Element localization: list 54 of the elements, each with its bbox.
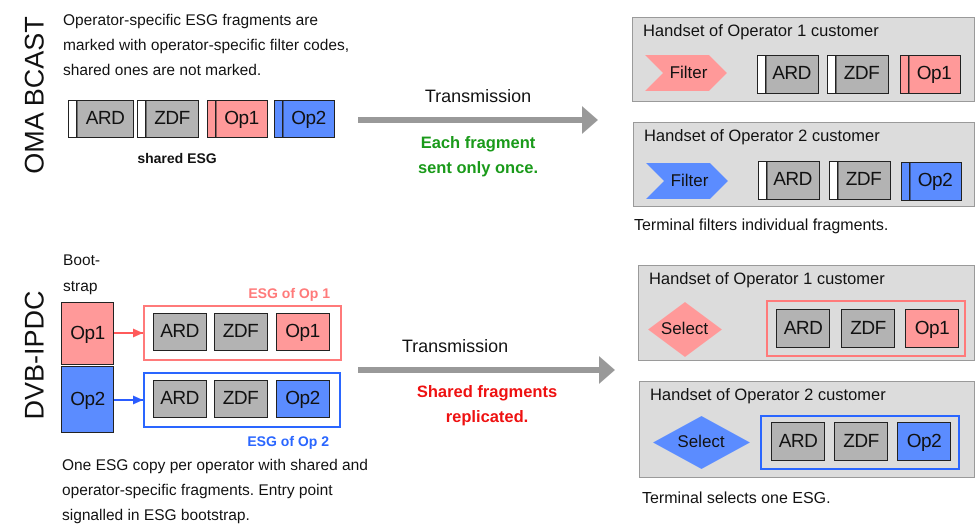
fragment-box: Op1 bbox=[276, 312, 330, 350]
fragment-box: ZDF bbox=[841, 309, 895, 348]
handset-panel bbox=[638, 265, 975, 361]
fragment-box: ARD bbox=[771, 422, 825, 461]
fragment-box: ARD bbox=[152, 380, 206, 418]
select-diamond: Select bbox=[652, 416, 750, 468]
frame-heading: ESG of Op 1 bbox=[248, 285, 330, 301]
esg-frame bbox=[760, 414, 960, 470]
section-title: DVB-IPDC bbox=[22, 290, 48, 420]
fragment-box: Op2 bbox=[274, 100, 335, 138]
bootstrap-box: Op1 bbox=[61, 302, 114, 365]
fragment-box: ZDF bbox=[826, 54, 888, 94]
filter-chevron: Filter bbox=[646, 162, 728, 198]
panel-heading: Handset of Operator 2 customer bbox=[644, 127, 880, 146]
description-text: Terminal filters individual fragments. bbox=[634, 217, 888, 235]
description-text: Terminal selects one ESG. bbox=[642, 490, 831, 508]
handset-panel bbox=[633, 122, 975, 207]
fragment-box: ZDF bbox=[828, 160, 890, 200]
panel-heading: Handset of Operator 1 customer bbox=[649, 270, 885, 289]
panel-heading: Handset of Operator 2 customer bbox=[650, 386, 886, 405]
fragment-box: Op1 bbox=[905, 309, 959, 348]
note-text: Each fragment sent only once. bbox=[416, 133, 540, 179]
description-text: Operator-specific ESG fragments are marked with operator-specific filter codes, shared ones are not marked. bbox=[63, 11, 350, 81]
esg-frame bbox=[766, 300, 966, 356]
fragment-box: Op1 bbox=[900, 54, 960, 94]
handset-panel bbox=[632, 17, 975, 102]
fragment-box: Op2 bbox=[900, 162, 962, 200]
arrow-label: Transmission bbox=[424, 86, 532, 107]
fragment-box: ZDF bbox=[137, 100, 199, 138]
fragment-box: ARD bbox=[776, 309, 830, 348]
fragment-box: ZDF bbox=[214, 312, 268, 350]
fragment-box: ARD bbox=[758, 160, 820, 200]
column-heading: Boot- strap bbox=[63, 251, 102, 297]
fragment-box: Op2 bbox=[897, 422, 951, 461]
fragment-box: ZDF bbox=[214, 380, 268, 418]
select-diamond: Select bbox=[648, 302, 722, 356]
filter-chevron: Filter bbox=[644, 54, 726, 90]
caption-text: shared ESG bbox=[137, 150, 217, 166]
fragment-box: Op1 bbox=[207, 100, 268, 138]
fragment-box: ZDF bbox=[834, 422, 888, 461]
panel-heading: Handset of Operator 1 customer bbox=[643, 22, 879, 41]
arrow bbox=[114, 328, 143, 338]
handset-panel bbox=[639, 381, 975, 478]
arrow bbox=[114, 396, 143, 404]
frame-heading: ESG of Op 2 bbox=[247, 433, 329, 449]
note-text: Shared fragments replicated. bbox=[416, 382, 558, 428]
bootstrap-box: Op2 bbox=[61, 366, 114, 433]
section-title: OMA BCAST bbox=[22, 16, 48, 174]
description-text: One ESG copy per operator with shared and operator-specific fragments. Entry point signalled in ESG bootstrap. bbox=[62, 456, 369, 526]
arrow-label: Transmission bbox=[402, 336, 508, 357]
fragment-box: ARD bbox=[152, 312, 206, 350]
fragment-box: ARD bbox=[756, 54, 818, 94]
fragment-box: Op2 bbox=[276, 380, 330, 418]
fragment-box: ARD bbox=[68, 100, 134, 138]
